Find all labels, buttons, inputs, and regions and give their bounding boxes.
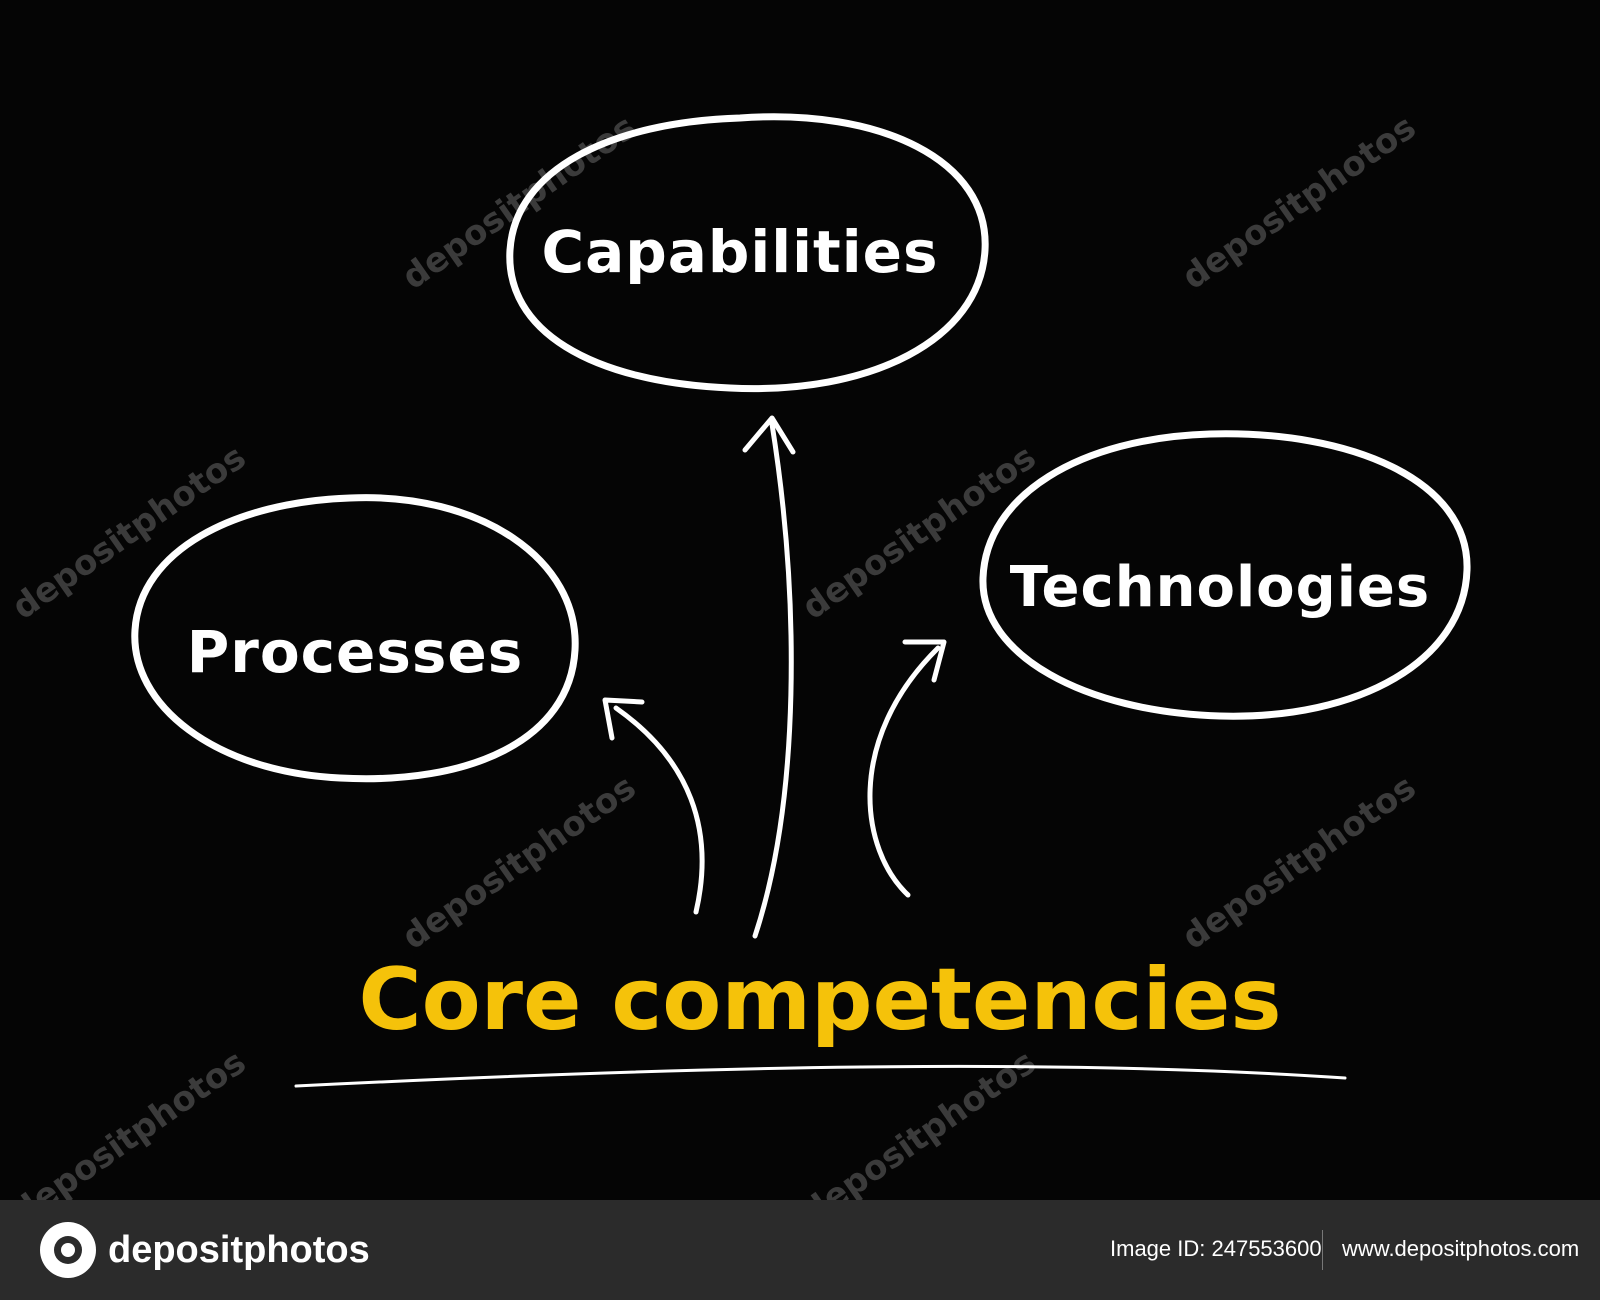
capabilities-ellipse xyxy=(506,113,989,393)
brand-logo[interactable]: depositphotos xyxy=(40,1222,370,1278)
arrow-to-processes xyxy=(613,705,705,915)
diagram-title: Core competencies xyxy=(358,950,1282,1050)
footer-divider xyxy=(1322,1230,1323,1270)
arrow-to-capabilities xyxy=(752,421,794,939)
camera-lens-icon xyxy=(40,1222,96,1278)
capabilities-label: Capabilities xyxy=(541,218,939,286)
site-link[interactable]: www.depositphotos.com xyxy=(1342,1236,1580,1261)
arrow-to-technologies-head xyxy=(902,639,947,683)
arrow-to-capabilities-head xyxy=(742,415,796,455)
image-id: Image ID: 247553600 xyxy=(1110,1236,1322,1261)
processes-ellipse xyxy=(131,494,579,783)
processes-label: Processes xyxy=(186,618,524,686)
technologies-label: Technologies xyxy=(1009,555,1431,620)
stock-footer-bar: depositphotos Image ID: 247553600 www.de… xyxy=(0,1200,1600,1300)
diagram-shapes xyxy=(131,113,1471,1088)
arrow-to-processes-head xyxy=(602,697,645,741)
mind-map-diagram: depositphotos depositphotos depositphoto… xyxy=(5,107,1471,1200)
technologies-ellipse xyxy=(979,430,1471,720)
brand-name: depositphotos xyxy=(108,1228,370,1271)
arrow-to-technologies xyxy=(867,645,941,898)
title-underline xyxy=(294,1064,1347,1088)
